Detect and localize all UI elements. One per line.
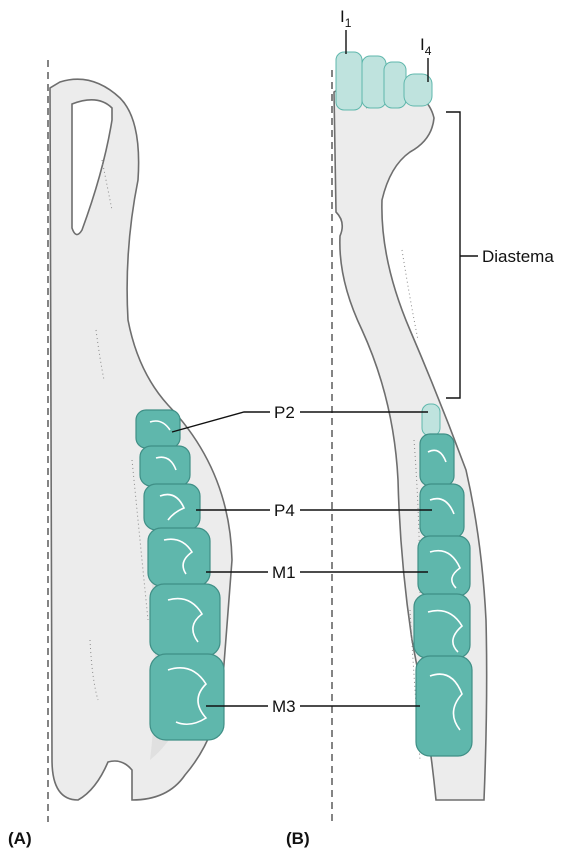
panel-label-b: (B) [286,829,310,848]
tooth-p2-b [422,404,440,436]
tooth-m1-b [418,536,470,596]
tooth-m3-a [150,654,224,740]
incisors-b [336,52,432,110]
tooth-m3-b [416,656,472,756]
label-incisor-1: I1 [340,7,352,30]
tooth-p4-a [144,484,200,530]
tooth-m1-a [148,528,210,586]
incisor-2 [362,56,386,108]
tooth-p3-a [140,446,190,486]
label-m3: M3 [272,697,296,716]
label-p2: P2 [274,403,295,422]
label-p4: P4 [274,501,295,520]
tooth-m2-a [150,584,220,656]
tooth-row-b [414,404,472,756]
incisor-1 [336,52,362,110]
mandible-a [50,79,232,800]
diastema-bracket [446,112,478,398]
tooth-p3-b [420,434,454,486]
tooth-p2-a [136,410,180,448]
label-diastema: Diastema [482,247,554,266]
mandible-b [334,52,487,800]
panel-label-a: (A) [8,829,32,848]
label-incisor-4: I4 [420,35,432,58]
incisor-3 [384,62,406,108]
label-m1: M1 [272,563,296,582]
tooth-p4-b [420,484,464,538]
